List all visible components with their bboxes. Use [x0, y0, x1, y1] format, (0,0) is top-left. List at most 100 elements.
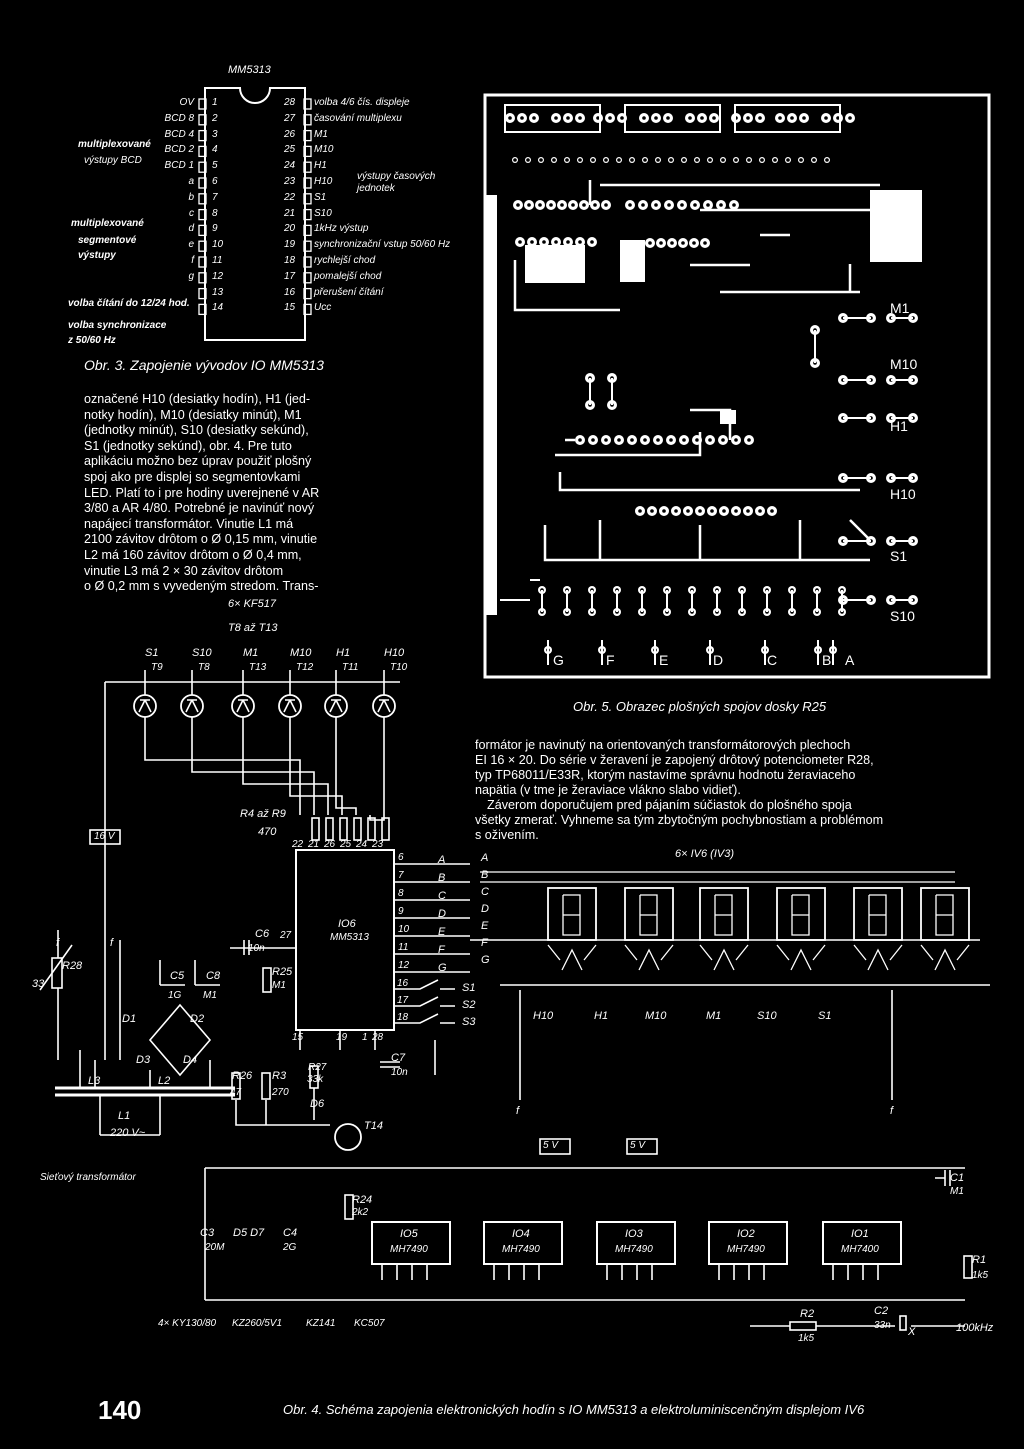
pin-number: 12: [212, 270, 224, 282]
segment-letter: E: [481, 920, 489, 932]
group-volba-citani: volba čítání do 12/24 hod.: [68, 298, 190, 309]
resistor-label: R1: [972, 1254, 987, 1266]
coil-label: L2: [158, 1075, 171, 1087]
pin-number: 17: [284, 270, 296, 282]
capacitor-label: C7: [391, 1052, 406, 1064]
switch-label: S3: [462, 1016, 476, 1028]
digit-label: M10: [290, 647, 312, 659]
resistor-value: 470: [258, 826, 277, 838]
resistor-value: 33k: [307, 1074, 324, 1085]
segment-letter: C: [438, 890, 446, 902]
pcb-label: H1: [890, 418, 908, 434]
group-seg-3: výstupy: [78, 250, 116, 261]
pcb-bottom-label: B: [822, 652, 832, 668]
group-time-units-2: jednotek: [357, 183, 395, 194]
text-line: všetky zmerať. Vyhneme sa tým zbytočným …: [475, 813, 884, 827]
chip-pin: 25: [340, 839, 352, 850]
display-unit: M10: [645, 1010, 667, 1022]
capacitor-value: 33n: [874, 1320, 891, 1331]
pin-number: 22: [284, 191, 296, 203]
text-line: napájecí transformátor. Vinutie L1 má: [84, 516, 294, 531]
f-mark: f: [516, 1105, 520, 1117]
pin-name: e: [188, 239, 194, 251]
pin-number: 10: [212, 239, 224, 251]
pin-number: 4: [212, 144, 218, 156]
pin-number: 11: [212, 255, 223, 266]
counter-type: MH7490: [615, 1244, 653, 1255]
pcb-bottom-label: G: [553, 652, 564, 668]
pin-number: 6: [212, 176, 218, 187]
text-line: typ TP68011/E33R, ktorým nastavíme správ…: [475, 768, 856, 782]
transistor-label: T13: [249, 662, 267, 673]
pin-number: 20: [284, 223, 296, 235]
text-line: aplikáciu možno bez úprav použiť plošný: [84, 454, 312, 469]
voltage-label: 16 V: [94, 831, 115, 842]
chip-pin: 26: [324, 839, 336, 850]
segment-letter: G: [438, 962, 447, 974]
pin-number: 18: [284, 255, 296, 266]
pcb-bottom-label: C: [767, 652, 778, 668]
resistor-label: R27: [308, 1062, 327, 1073]
pin-name: BCD 2: [164, 144, 194, 156]
chip-pin: 15: [292, 1032, 304, 1043]
pin-number: 27: [284, 112, 296, 124]
chip-pin: 27: [280, 930, 292, 941]
resistor-label: R26: [232, 1070, 253, 1082]
chip-pin: 11: [398, 942, 409, 953]
chip-title: MM5313: [228, 64, 271, 76]
chip-pin: 1: [362, 1032, 368, 1043]
part-label: KC507: [354, 1318, 385, 1329]
diode-label: D1: [122, 1013, 137, 1025]
text-line: notky hodín), M10 (desiatky minút), M1: [84, 407, 302, 422]
diode-label: D6: [310, 1098, 325, 1110]
switch-label: S1: [462, 982, 476, 994]
group-seg-1: multiplexované: [71, 218, 144, 229]
pin-name: S1: [314, 191, 327, 203]
resistor-value: 47: [230, 1087, 242, 1098]
pin-name: c: [189, 207, 194, 219]
coil-label: L3: [88, 1075, 101, 1087]
display-unit: S1: [818, 1010, 832, 1022]
text-line: EI 16 × 20. Do série v žeravení je zapoj…: [475, 753, 874, 767]
pin-number: 1: [212, 97, 218, 108]
segment-letter: C: [481, 886, 489, 898]
switch-label: S2: [462, 999, 476, 1011]
text-line: Záverom doporučujem pred pájaním súčiast…: [487, 798, 852, 812]
segment-letter: E: [438, 926, 446, 938]
pin-number: 9: [212, 223, 218, 235]
label: 33: [32, 978, 45, 990]
pin-name: M1: [314, 128, 328, 140]
pcb-label: S1: [890, 548, 908, 564]
capacitor-label: C5: [170, 970, 185, 982]
chip-pin: 21: [308, 839, 320, 850]
counter-type: MH7490: [390, 1244, 428, 1255]
transistor-label: T11: [342, 662, 359, 673]
resistor-label: R28: [62, 960, 83, 972]
group-volba-sync-1: volba synchronizace: [68, 320, 167, 331]
chip-pin: 18: [397, 1012, 409, 1023]
pin-name: d: [188, 223, 194, 235]
text-line: L2 má 160 závitov drôtom o Ø 0,4 mm,: [84, 547, 302, 562]
pin-number: 15: [284, 302, 296, 314]
counter-name: IO3: [625, 1228, 643, 1240]
chip-pin: 9: [398, 906, 404, 917]
pin-name: 1kHz výstup: [314, 223, 369, 235]
part-label: KZ141: [306, 1318, 336, 1329]
pcb-bottom-label: A: [845, 652, 855, 668]
pin-name: g: [188, 270, 194, 282]
body-text-right: formátor je navinutý na orientovaných tr…: [475, 738, 995, 843]
pin-name: S10: [314, 207, 332, 219]
f-mark: f: [56, 937, 60, 949]
chip-pin: 16: [397, 978, 409, 989]
pin-name: H1: [314, 160, 327, 172]
capacitor-label: C2: [874, 1305, 889, 1317]
text-line: označené H10 (desiatky hodín), H1 (jed-: [84, 392, 311, 406]
text-line: (jednotky minút), S10 (desiatky sekúnd),: [84, 423, 309, 438]
pin-number: 23: [284, 176, 296, 187]
capacitor-value: 20M: [205, 1242, 225, 1253]
fig4-caption: Obr. 4. Schéma zapojenia elektronických …: [283, 1402, 865, 1417]
resistor-label: R3: [272, 1070, 287, 1082]
group-multiplex: multiplexované: [78, 139, 151, 150]
